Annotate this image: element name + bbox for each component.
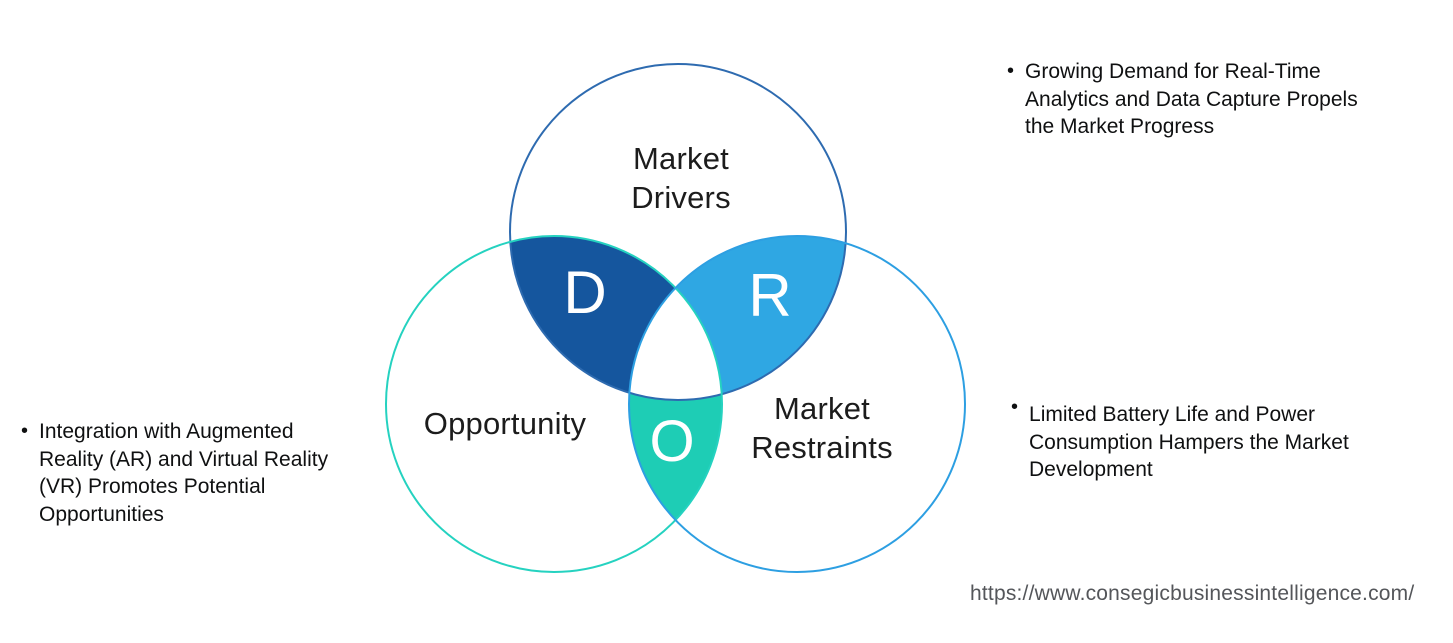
opportunity-label: Opportunity [423, 406, 587, 441]
opportunity-circle-outline [385, 235, 723, 573]
drivers-label: Market Drivers [631, 141, 731, 215]
restraint-note-text: Limited Battery Life and Power Consumpti… [1029, 403, 1349, 481]
restraint-note: • Limited Battery Life and Power Consump… [1011, 396, 1349, 484]
restraints-circle-outline [628, 235, 966, 573]
bullet-icon: • [1007, 60, 1015, 82]
source-url: https://www.consegicbusinessintelligence… [970, 582, 1415, 605]
opportunity-letter: O [649, 409, 695, 474]
driver-note: • Growing Demand for Real-Time Analytics… [1007, 58, 1358, 141]
opportunity-note: • Integration with Augmented Reality (AR… [21, 418, 328, 528]
drivers-letter: D [563, 259, 607, 326]
bullet-icon: • [1011, 396, 1019, 418]
bullet-icon: • [21, 420, 29, 442]
drivers-circle-outline [509, 63, 847, 401]
drivers-intersection-region [510, 236, 722, 400]
restraints-intersection-region [629, 236, 846, 400]
driver-note-text: Growing Demand for Real-Time Analytics a… [1025, 60, 1358, 138]
opportunity-note-text: Integration with Augmented Reality (AR) … [39, 420, 329, 526]
restraints-letter: R [748, 262, 792, 329]
restraints-label: Market Restraints [751, 391, 893, 465]
